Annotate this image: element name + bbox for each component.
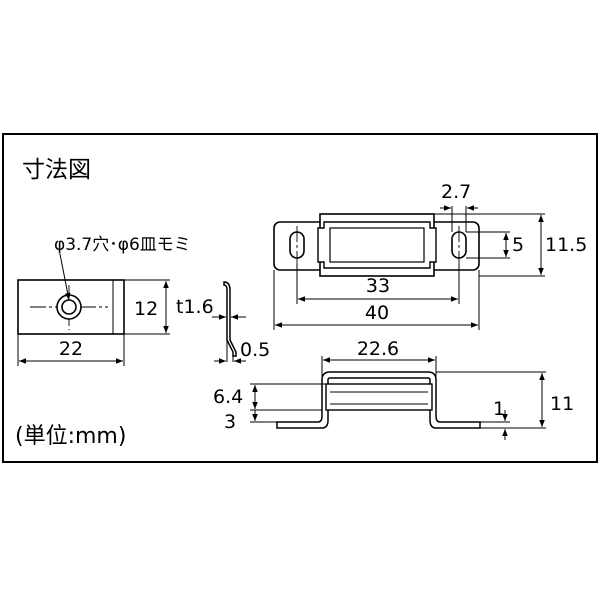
- unit-label: (単位:mm): [15, 424, 126, 449]
- dim-plate-width: 22: [59, 338, 83, 360]
- drawing-frame: [2, 133, 598, 463]
- dim-flange-rise: 3: [224, 411, 236, 433]
- dim-bend-offset: 0.5: [240, 339, 270, 361]
- elevation-magnet-body: [325, 383, 433, 411]
- dim-thickness: t1.6: [176, 296, 214, 318]
- drawing-title: 寸法図: [22, 157, 91, 183]
- dim-slot-width: 2.7: [441, 181, 471, 203]
- front-view: φ3.7穴･φ6皿モミ 22 12: [17, 235, 191, 366]
- dim-slot-length: 5: [512, 234, 524, 256]
- dim-body-width: 22.6: [357, 338, 399, 360]
- dim-overall-height: 11: [550, 393, 574, 415]
- top-body-core: [329, 227, 425, 263]
- dim-body-height: 6.4: [213, 386, 243, 408]
- dim-flange-thickness: 1: [493, 398, 505, 420]
- hole-note: φ3.7穴･φ6皿モミ: [54, 235, 191, 255]
- dim-hole-pitch: 33: [366, 275, 390, 297]
- side-view: t1.6 0.5: [176, 281, 270, 364]
- dim-total-height: 11.5: [545, 234, 587, 256]
- countersink-inner: [61, 299, 77, 315]
- dim-plate-height: 12: [134, 298, 158, 320]
- hole-note-leader: [59, 253, 71, 301]
- dim-total-length: 40: [365, 302, 389, 324]
- side-profile: [223, 281, 237, 357]
- elevation-view: 22.6 6.4 3 1 11: [213, 338, 574, 440]
- top-view: 2.7 5 11.5 33 40: [273, 181, 587, 330]
